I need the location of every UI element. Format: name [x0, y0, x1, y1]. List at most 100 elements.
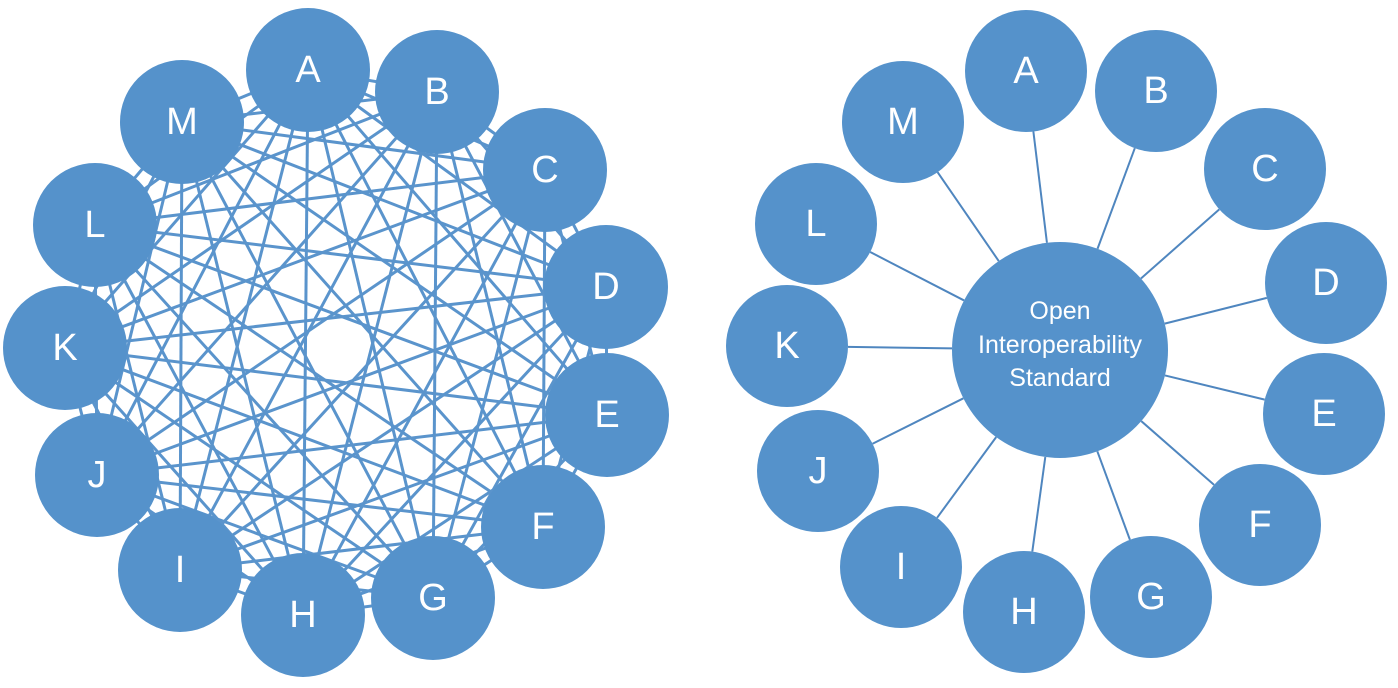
mesh-node-a: A — [246, 8, 370, 132]
mesh-node-h: H — [241, 553, 365, 677]
mesh-node-circle — [33, 163, 157, 287]
mesh-node-label: I — [175, 549, 186, 591]
hub-node-label: J — [809, 450, 828, 492]
hub-spoke-j — [872, 397, 964, 445]
mesh-edge-e-m — [181, 120, 608, 417]
mesh-edge-b-f — [435, 91, 545, 528]
hub-node-label: C — [1251, 148, 1278, 190]
hub-spoke-h — [1031, 456, 1047, 552]
mesh-edge-c-l — [94, 168, 546, 227]
hub-node-circle — [726, 285, 848, 407]
mesh-node-label: D — [592, 266, 619, 308]
hub-node-circle — [755, 163, 877, 285]
mesh-node-label: K — [52, 327, 77, 369]
mesh-node-circle — [35, 413, 159, 537]
hub-spoke-k — [847, 345, 953, 350]
hub-node-circle — [1199, 464, 1321, 586]
hub-node-label: F — [1248, 504, 1271, 546]
hub-spoke-c — [1140, 208, 1220, 280]
mesh-node-label: A — [295, 49, 321, 91]
mesh-edge-b-h — [301, 91, 439, 616]
hub-spoke-l — [869, 251, 965, 302]
mesh-node-e: E — [545, 353, 669, 477]
mesh-edge-c-g — [431, 169, 547, 599]
hub-node-label: K — [774, 325, 799, 367]
mesh-edge-g-l — [93, 223, 435, 600]
hub-node-h: H — [963, 551, 1085, 673]
mesh-edge-a-j — [95, 69, 310, 476]
mesh-node-circle — [118, 508, 242, 632]
hub-node-label: B — [1143, 70, 1168, 112]
hub-node-circle — [840, 506, 962, 628]
mesh-node-label: L — [84, 204, 105, 246]
hub-node-a: A — [965, 10, 1087, 132]
hub-node-d: D — [1265, 222, 1387, 344]
hub-spokes — [847, 131, 1268, 552]
hub-node-l: L — [755, 163, 877, 285]
hub-node-g: G — [1090, 536, 1212, 658]
hub-node-e: E — [1263, 353, 1385, 475]
mesh-edge-c-i — [178, 168, 547, 572]
mesh-node-circle — [544, 225, 668, 349]
mesh-edge-b-g — [431, 91, 439, 599]
hub-node-circle — [1204, 108, 1326, 230]
mesh-edge-f-m — [180, 121, 545, 528]
hub-node-j: J — [757, 410, 879, 532]
mesh-node-m: M — [120, 60, 244, 184]
mesh-edge-c-j — [96, 168, 546, 477]
mesh-node-k: K — [3, 286, 127, 410]
mesh-node-d: D — [544, 225, 668, 349]
mesh-node-label: B — [424, 71, 449, 113]
hub-node-label: D — [1312, 262, 1339, 304]
mesh-edge-i-m — [178, 121, 184, 571]
hub-node-circle — [842, 61, 964, 183]
mesh-edge-a-e — [306, 69, 609, 416]
hub-node-c: C — [1204, 108, 1326, 230]
mesh-node-i: I — [118, 508, 242, 632]
mesh-edge-e-k — [64, 346, 608, 417]
mesh-node-circle — [241, 553, 365, 677]
mesh-node-circle — [545, 353, 669, 477]
hub-node-f: F — [1199, 464, 1321, 586]
mesh-node-circle — [246, 8, 370, 132]
mesh-edge-h-l — [93, 224, 305, 616]
mesh-node-label: M — [166, 101, 198, 143]
mesh-edge-d-h — [301, 285, 608, 617]
mesh-node-circle — [120, 60, 244, 184]
hub-spoke-a — [1032, 131, 1048, 243]
hub-node-label: E — [1311, 393, 1336, 435]
hub-node-b: B — [1095, 30, 1217, 152]
mesh-edge-f-j — [96, 473, 544, 529]
hub-label-line-1: Open — [1029, 297, 1090, 325]
mesh-node-l: L — [33, 163, 157, 287]
hub-node-label: G — [1136, 576, 1166, 618]
mesh-node-circle — [375, 30, 499, 154]
hub-node-label: A — [1013, 50, 1039, 92]
hub-node-circle — [1095, 30, 1217, 152]
hub-spoke-i — [936, 436, 997, 519]
hub-circle — [952, 242, 1168, 458]
mesh-node-circle — [371, 536, 495, 660]
mesh-node-circle — [483, 108, 607, 232]
hub-spoke-m — [936, 171, 1000, 262]
hub-node-label: L — [805, 203, 826, 245]
mesh-edge-d-i — [179, 285, 607, 572]
hub-node-label: M — [887, 101, 919, 143]
mesh-node-f: F — [481, 465, 605, 589]
hub-node-circle — [757, 410, 879, 532]
mesh-node-b: B — [375, 30, 499, 154]
mesh-node-c: C — [483, 108, 607, 232]
mesh-node-label: C — [531, 149, 558, 191]
hub-node-circle — [963, 551, 1085, 673]
hub-label-line-3: Standard — [1009, 364, 1110, 392]
hub-node-circle — [965, 10, 1087, 132]
hub-spoke-e — [1164, 374, 1265, 401]
hub-node-circle — [1263, 353, 1385, 475]
mesh-node-label: J — [88, 454, 107, 496]
mesh-node-g: G — [371, 536, 495, 660]
hub-node-label: H — [1010, 591, 1037, 633]
hub-spoke-d — [1164, 296, 1268, 325]
mesh-edge-g-k — [64, 346, 434, 600]
